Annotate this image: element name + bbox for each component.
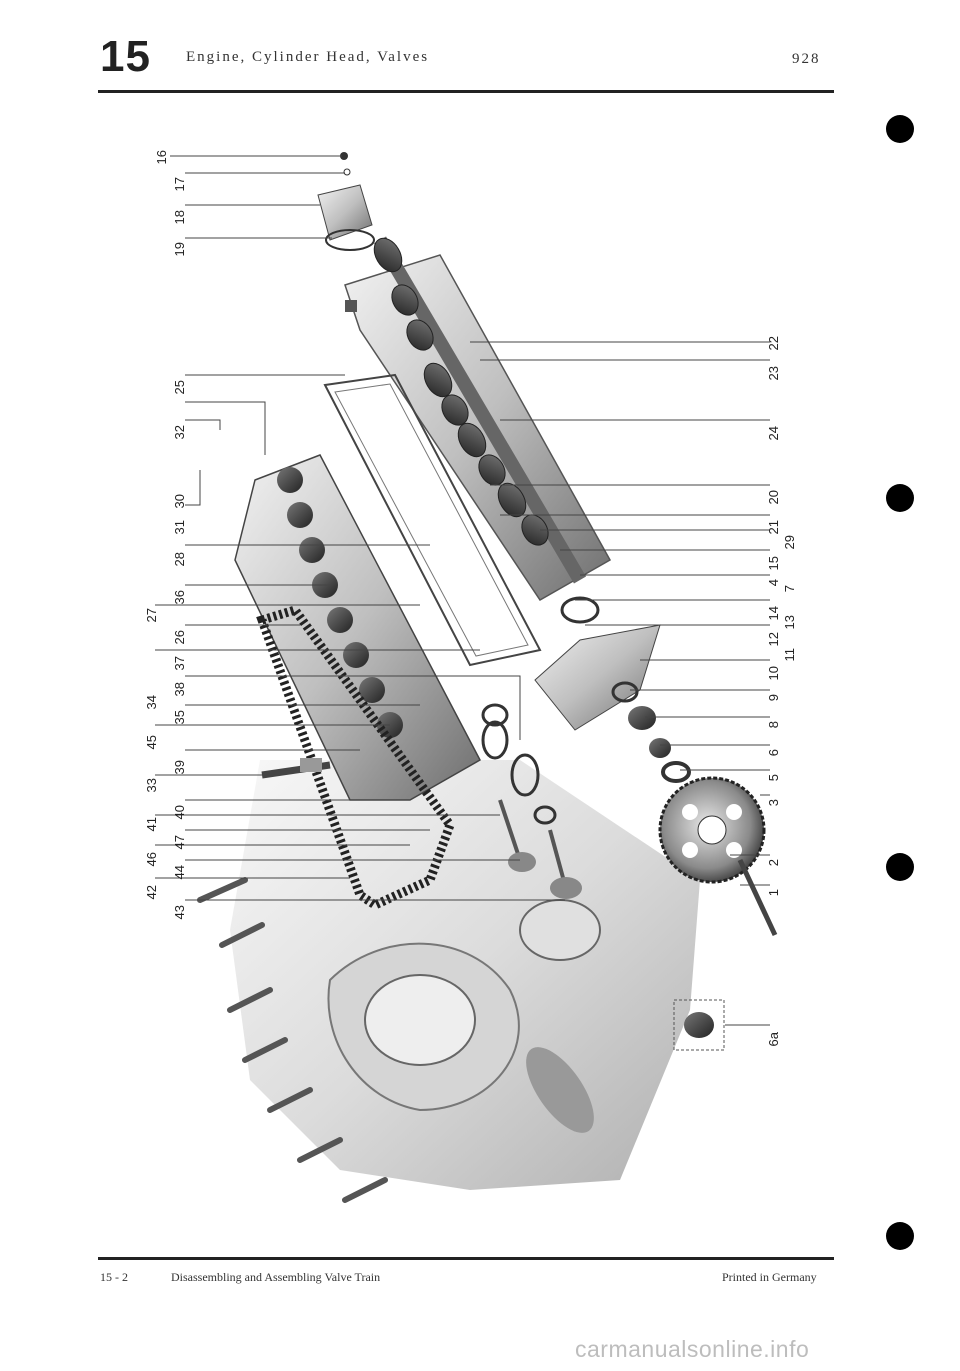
callout-39: 39 — [172, 760, 187, 774]
callout-42: 42 — [144, 885, 159, 899]
model-number: 928 — [792, 51, 821, 67]
callout-45: 45 — [144, 735, 159, 749]
valve-components — [481, 703, 582, 899]
callout-28: 28 — [172, 552, 187, 566]
callout-30: 30 — [172, 494, 187, 508]
binder-hole — [886, 115, 914, 143]
callout-23: 23 — [766, 366, 781, 380]
leader-lines-left — [155, 155, 565, 901]
callout-24: 24 — [766, 426, 781, 440]
callout-7: 7 — [782, 585, 797, 592]
binder-hole — [886, 853, 914, 881]
callout-37: 37 — [172, 656, 187, 670]
callout-47: 47 — [172, 835, 187, 849]
callout-34: 34 — [144, 695, 159, 709]
page-reference: 15 - 2 — [100, 1270, 128, 1284]
callout-16: 16 — [154, 150, 169, 164]
callout-26: 26 — [172, 630, 187, 644]
callout-15: 15 — [766, 556, 781, 570]
callout-41: 41 — [144, 817, 159, 831]
chapter-number: 15 — [100, 32, 151, 81]
callout-20: 20 — [766, 490, 781, 504]
callout-38: 38 — [172, 682, 187, 696]
header-divider — [98, 90, 834, 93]
callout-21: 21 — [766, 520, 781, 534]
page-title: Engine, Cylinder Head, Valves — [186, 49, 430, 65]
callout-31: 31 — [172, 520, 187, 534]
callout-labels-right: 22 23 24 20 21 29 15 4 7 14 13 12 11 10 … — [766, 336, 797, 1046]
callout-2: 2 — [766, 859, 781, 866]
callout-32: 32 — [172, 425, 187, 439]
watermark: carmanualsonline.info — [575, 1336, 810, 1362]
callout-33: 33 — [144, 778, 159, 792]
engine-block — [197, 760, 700, 1203]
leader-lines-right — [470, 341, 770, 1026]
callout-6a: 6a — [766, 1031, 781, 1046]
callout-19: 19 — [172, 242, 187, 256]
detail-inset — [673, 999, 725, 1051]
section-title: Disassembling and Assembling Valve Train — [171, 1270, 381, 1284]
callout-3: 3 — [766, 799, 781, 806]
callout-12: 12 — [766, 632, 781, 646]
callout-35: 35 — [172, 710, 187, 724]
callout-25: 25 — [172, 380, 187, 394]
callout-40: 40 — [172, 805, 187, 819]
callout-14: 14 — [766, 606, 781, 620]
callout-8: 8 — [766, 721, 781, 728]
front-housing — [534, 596, 691, 783]
cover-gasket — [323, 373, 542, 667]
callout-36: 36 — [172, 590, 187, 604]
callout-17: 17 — [172, 177, 187, 191]
callout-labels-left: 16 17 18 19 25 32 31 30 28 36 27 26 37 3… — [144, 150, 187, 919]
binder-hole — [886, 1222, 914, 1250]
callout-44: 44 — [172, 865, 187, 879]
callout-22: 22 — [766, 336, 781, 350]
camshaft-sprocket — [658, 776, 778, 937]
callout-1: 1 — [766, 889, 781, 896]
camshaft — [373, 236, 587, 584]
footer-divider — [98, 1257, 834, 1260]
callout-11: 11 — [782, 648, 797, 662]
callout-18: 18 — [172, 210, 187, 224]
callout-9: 9 — [766, 694, 781, 701]
callout-43: 43 — [172, 905, 187, 919]
callout-46: 46 — [144, 852, 159, 866]
callout-27: 27 — [144, 608, 159, 622]
cylinder-head — [234, 454, 482, 801]
binder-hole — [886, 484, 914, 512]
callout-29: 29 — [782, 535, 797, 549]
callout-5: 5 — [766, 774, 781, 781]
spark-plug — [261, 758, 331, 779]
callout-13: 13 — [782, 615, 797, 629]
printed-note: Printed in Germany — [722, 1270, 817, 1284]
bearing-cap — [317, 152, 375, 251]
callout-4: 4 — [766, 579, 781, 586]
callout-6: 6 — [766, 749, 781, 756]
callout-10: 10 — [766, 666, 781, 680]
